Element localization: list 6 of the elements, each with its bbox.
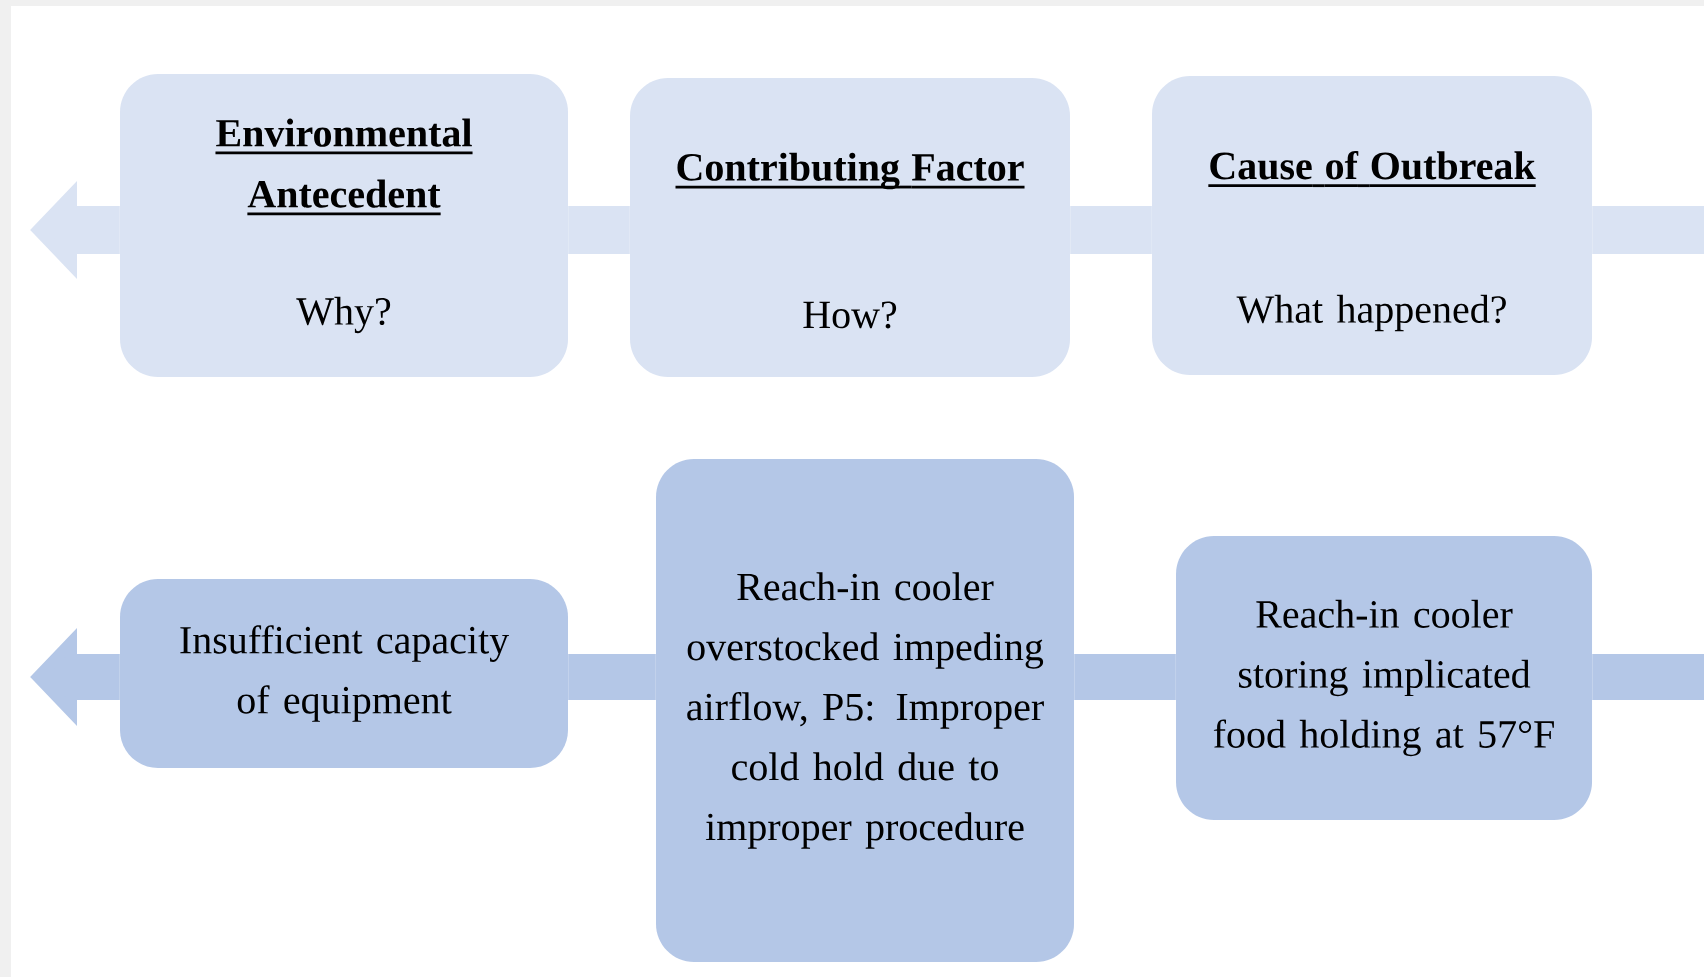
header-box: Environmental Antecedent Why?: [120, 74, 568, 377]
header-box: Contributing Factor How?: [630, 78, 1070, 377]
process-box: Insufficient capacity of equipment: [120, 579, 568, 768]
process-box: Reach-in cooler overstocked impeding airflow, P5: Improper cold hold due to improper procedure: [656, 459, 1074, 962]
header-box: Cause of Outbreak What happened?: [1152, 76, 1592, 375]
process-box: Reach-in cooler storing implicated food holding at 57°F: [1176, 536, 1592, 820]
